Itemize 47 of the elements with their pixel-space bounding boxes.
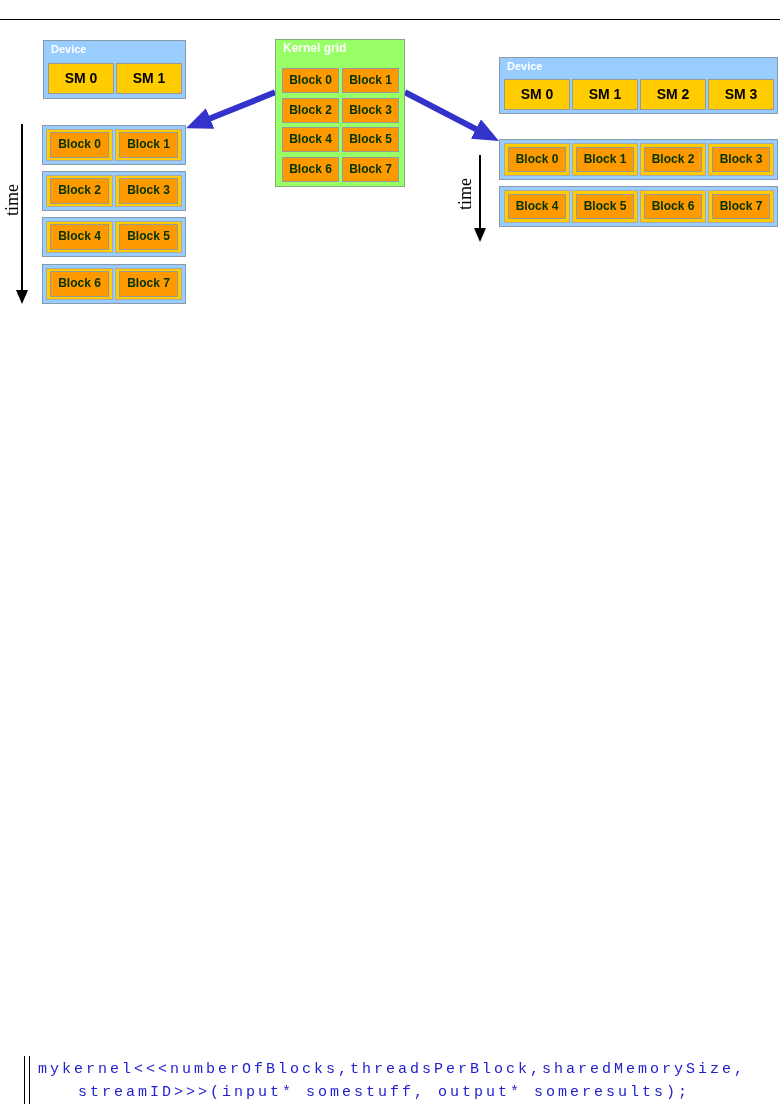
block-tile: Block 5: [342, 127, 399, 152]
block-tile: Block 1: [576, 147, 634, 172]
arrow: [186, 89, 277, 129]
block-tile: Block 5: [119, 224, 178, 250]
block-tile: Block 4: [282, 127, 339, 152]
block-tile: Block 2: [282, 98, 339, 123]
block-tile: Block 3: [712, 147, 770, 172]
block-tile: Block 5: [576, 194, 634, 219]
kernel-grid-panel: [275, 39, 405, 187]
arrow: [403, 89, 499, 142]
sm-tile: SM 3: [708, 79, 774, 110]
block-tile: Block 0: [508, 147, 566, 172]
block-tile: Block 0: [282, 68, 339, 93]
sm-tile: SM 0: [504, 79, 570, 110]
device-row: [42, 171, 186, 211]
block-tile: Block 1: [119, 132, 178, 158]
block-tile: Block 0: [50, 132, 109, 158]
device-row: [42, 217, 186, 257]
panel-title: Device: [507, 60, 543, 73]
block-tile: Block 7: [119, 271, 178, 297]
device-panel: [43, 40, 186, 99]
device-row: [42, 125, 186, 165]
block-tile: Block 6: [282, 157, 339, 182]
time-label: time: [456, 178, 474, 210]
block-tile: Block 7: [342, 157, 399, 182]
device-panel: [499, 57, 778, 114]
sm-tile: SM 1: [116, 63, 182, 94]
block-tile: Block 3: [119, 178, 178, 204]
block-tile: Block 7: [712, 194, 770, 219]
device-row: [499, 139, 778, 180]
block-tile: Block 1: [342, 68, 399, 93]
block-tile: Block 6: [644, 194, 702, 219]
panel-title: Device: [51, 43, 87, 56]
block-tile: Block 2: [644, 147, 702, 172]
block-tile: Block 3: [342, 98, 399, 123]
block-tile: Block 4: [50, 224, 109, 250]
block-tile: Block 4: [508, 194, 566, 219]
sm-tile: SM 1: [572, 79, 638, 110]
sm-tile: SM 0: [48, 63, 114, 94]
panel-title: Kernel grid: [283, 42, 347, 56]
device-row: [42, 264, 186, 304]
code-listing: mykernel<<<numberOfBlocks,threadsPerBlock,sharedMemorySize, streamID>>>(input* somestuff, output* someresults);: [38, 1060, 748, 1103]
time-label: time: [3, 184, 21, 216]
block-tile: Block 6: [50, 271, 109, 297]
sm-tile: SM 2: [640, 79, 706, 110]
block-tile: Block 2: [50, 178, 109, 204]
device-row: [499, 186, 778, 227]
